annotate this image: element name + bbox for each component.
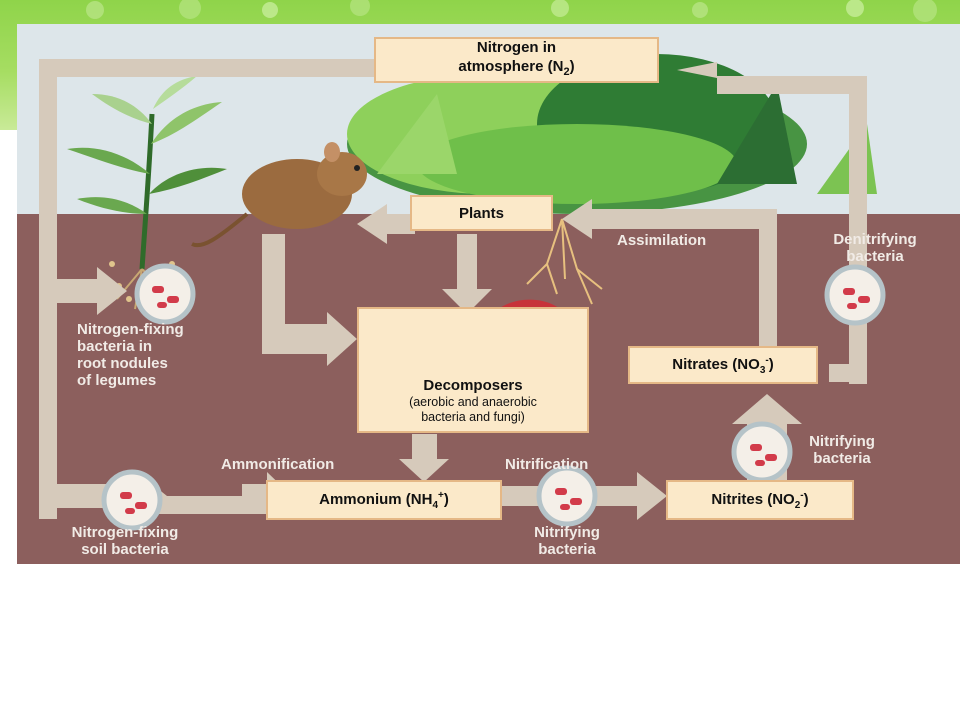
banner-bubbles bbox=[86, 0, 937, 22]
nitrates-box: Nitrates (NO3-) bbox=[628, 346, 818, 384]
nitrification-label: Nitrification bbox=[505, 456, 589, 473]
diagram-graphics bbox=[39, 54, 886, 531]
ammonium-box: Ammonium (NH4+) bbox=[266, 480, 502, 520]
nitrites-box: Nitrites (NO2-) bbox=[666, 480, 854, 520]
mouse-illustration bbox=[191, 142, 367, 248]
nitrogen-cycle-diagram: Nitrogen in atmosphere (N2) Plants Decom… bbox=[17, 24, 960, 564]
root-nodule-bacteria-label: Nitrogen-fixing bacteria in root nodules… bbox=[77, 321, 184, 389]
decomposers-box: Decomposers (aerobic and anaerobic bacte… bbox=[357, 307, 589, 433]
plants-label: Plants bbox=[458, 204, 504, 222]
nitrifying-bacteria-right-label: Nitrifying bacteria bbox=[809, 433, 875, 467]
bacteria-circles bbox=[101, 263, 886, 531]
atmosphere-box: Nitrogen in atmosphere (N2) bbox=[374, 37, 659, 83]
nitrites-label: Nitrites (NO2-) bbox=[711, 489, 809, 511]
legume-plant-illustration bbox=[67, 76, 227, 310]
ammonium-label: Ammonium (NH4+) bbox=[319, 489, 449, 511]
ammonification-label: Ammonification bbox=[221, 456, 335, 473]
plants-box: Plants bbox=[410, 195, 553, 231]
soil-bacteria-label: Nitrogen-fixing soil bacteria bbox=[71, 524, 179, 558]
decomposers-line2: bacteria and fungi) bbox=[421, 410, 525, 424]
plant-roots-illustration bbox=[526, 218, 603, 305]
denitrifying-label: Denitrifying bacteria bbox=[833, 231, 917, 265]
atmosphere-line2: atmosphere (N2) bbox=[458, 58, 575, 78]
decomposers-title: Decomposers bbox=[423, 377, 523, 394]
decomposers-line1: (aerobic and anaerobic bbox=[409, 395, 537, 409]
atmosphere-line1: Nitrogen in bbox=[476, 39, 557, 56]
nitrifying-bacteria-bottom-label: Nitrifying bacteria bbox=[534, 524, 600, 558]
assimilation-label: Assimilation bbox=[617, 232, 707, 249]
nitrates-label: Nitrates (NO3-) bbox=[672, 354, 774, 376]
